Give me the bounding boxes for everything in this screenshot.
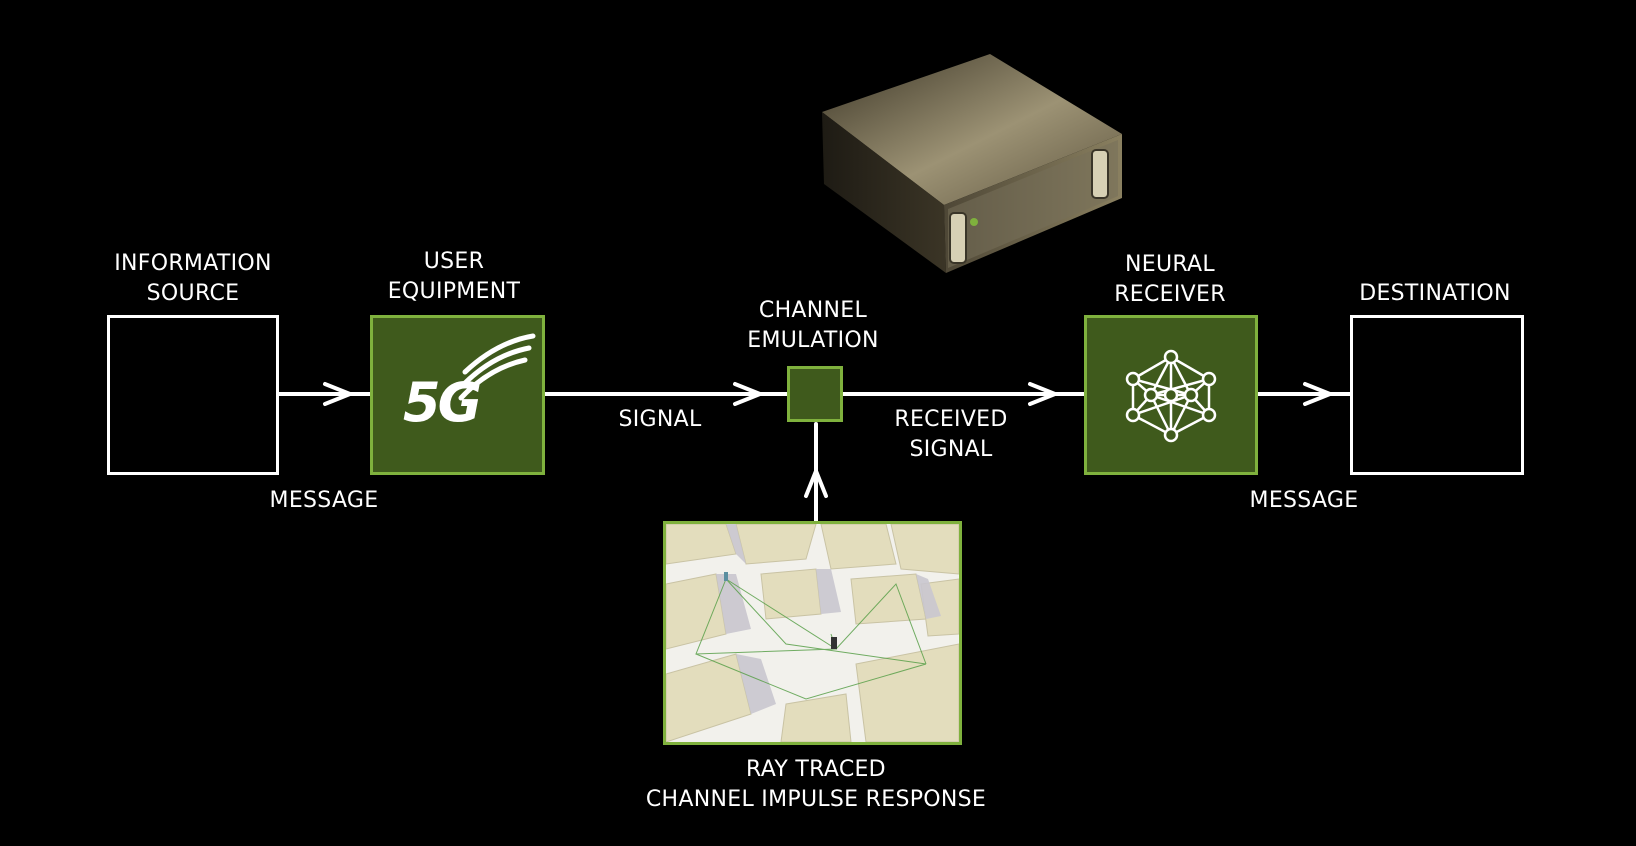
label-signal: SIGNAL: [618, 407, 702, 432]
label-message-left: MESSAGE: [269, 488, 379, 513]
arrowhead-message-right: [1303, 382, 1332, 406]
arrowhead-received-signal: [1028, 382, 1057, 406]
ray-traced-scene-image: [663, 521, 962, 745]
label-user-equipment: USER EQUIPMENT: [387, 249, 521, 304]
label-channel-emulation: CHANNEL EMULATION: [747, 298, 879, 353]
label-destination: DESTINATION: [1359, 281, 1511, 306]
label-received-signal: RECEIVED SIGNAL: [894, 407, 1008, 462]
5g-logo-text: 5G: [403, 371, 480, 434]
information-source-box: [107, 315, 279, 475]
neural-receiver-box: [1084, 315, 1258, 475]
channel-emulation-box: [787, 366, 843, 422]
label-information-source: INFORMATION SOURCE: [114, 251, 272, 306]
arrowhead-message-left: [323, 382, 352, 406]
5g-logo-icon: 5G: [403, 333, 536, 434]
destination-box: [1350, 315, 1524, 475]
arrowhead-signal: [733, 382, 762, 406]
user-equipment-box: 5G: [370, 315, 545, 475]
neural-network-icon: [1125, 349, 1217, 443]
label-neural-receiver: NEURAL RECEIVER: [1114, 252, 1226, 307]
arrowhead-impulse-response: [804, 469, 828, 498]
city-scene-illustration: [666, 524, 959, 742]
label-message-right: MESSAGE: [1249, 488, 1359, 513]
label-ray-traced: RAY TRACED CHANNEL IMPULSE RESPONSE: [645, 757, 987, 812]
